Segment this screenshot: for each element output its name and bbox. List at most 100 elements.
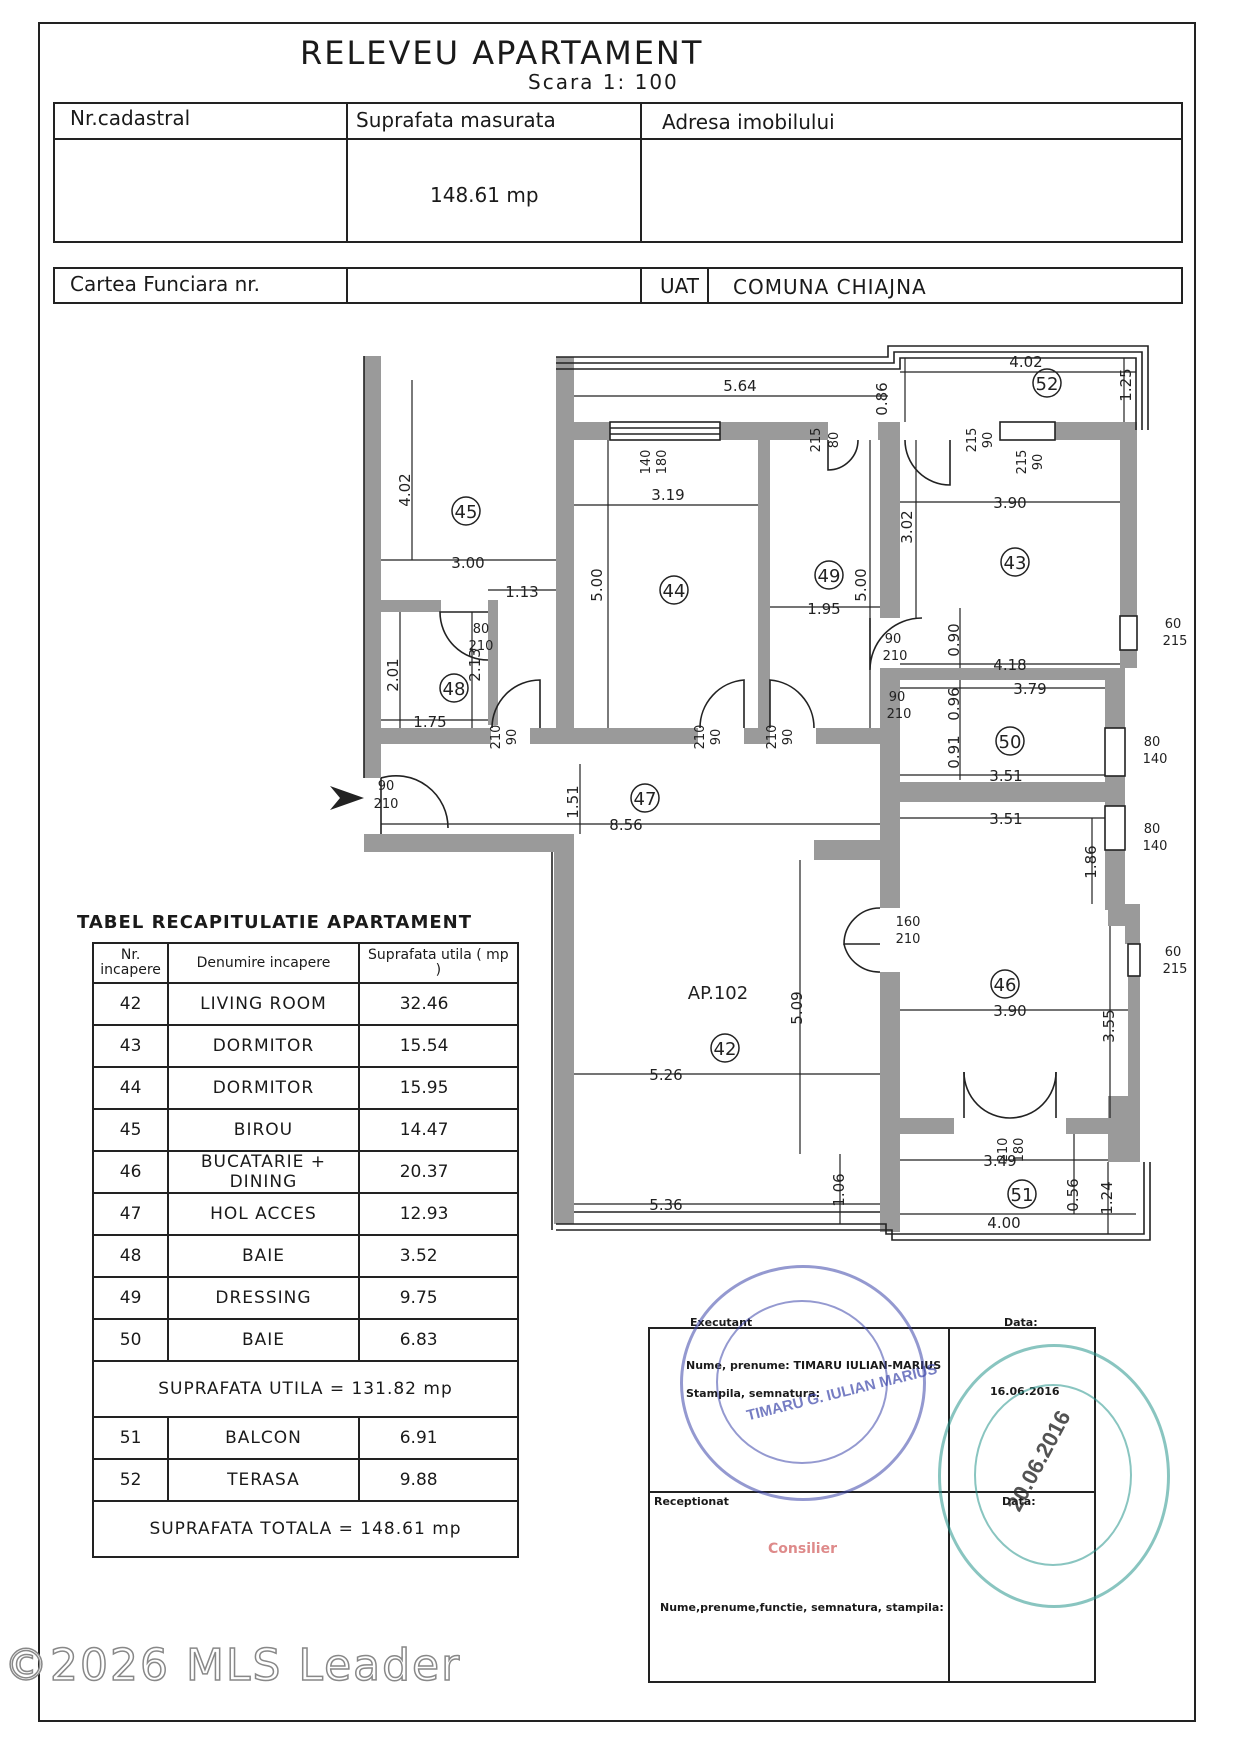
dim-text: 5.00 <box>588 568 606 601</box>
dim-text: 1.86 <box>1082 845 1100 878</box>
window <box>1104 727 1126 777</box>
info-table-col-divider <box>640 102 642 243</box>
opening-label: 90 <box>781 729 796 746</box>
opening-label: 90 <box>505 729 520 746</box>
grand-total-row: SUPRAFATA TOTALA = 148.61 mp <box>92 1500 519 1558</box>
opening-label: 210 <box>996 1138 1011 1163</box>
dim-text: 1.13 <box>505 583 538 601</box>
land-book-col-divider <box>707 267 709 304</box>
cell-nr: 44 <box>91 1066 170 1110</box>
cell-area: 32.46 <box>357 982 520 1026</box>
grand-total: SUPRAFATA TOTALA = 148.61 mp <box>92 1500 519 1558</box>
area-value: 148.61 mp <box>430 183 539 207</box>
cell-nr: 45 <box>91 1108 170 1152</box>
utila-total: SUPRAFATA UTILA = 131.82 mp <box>92 1360 519 1418</box>
dim-text: 3.49 <box>983 1152 1016 1170</box>
dim-text: 1.75 <box>413 713 446 731</box>
room-number: 42 <box>714 1039 737 1060</box>
dim-text: 0.56 <box>1064 1178 1082 1211</box>
wall <box>744 728 770 744</box>
cell-nr: 51 <box>91 1416 170 1460</box>
receptionat-name: Nume,prenume,functie, semnatura, stampil… <box>660 1601 944 1614</box>
opening-label: 210 <box>469 639 494 654</box>
door-swing <box>380 775 449 829</box>
cell-name: DORMITOR <box>167 1024 360 1068</box>
terrace-outline <box>556 345 1149 430</box>
dim-text: 4.18 <box>993 656 1026 674</box>
cell-name: HOL ACCES <box>167 1192 360 1236</box>
cell-nr: 42 <box>91 982 170 1026</box>
opening-label: 60 <box>1165 945 1182 960</box>
opening-label: 215 <box>965 428 980 453</box>
entry-arrow-icon <box>330 786 364 810</box>
room-number: 48 <box>443 679 466 700</box>
dim-text: 0.96 <box>945 687 963 720</box>
dim-text: 3.90 <box>993 1002 1026 1020</box>
dim-text: 3.51 <box>989 810 1022 828</box>
cell-name: TERASA <box>167 1458 360 1502</box>
opening-label: 60 <box>1165 617 1182 632</box>
scale-label: Scara 1: 100 <box>528 70 679 94</box>
dim-text: 1.06 <box>830 1173 848 1206</box>
cell-name: DRESSING <box>167 1276 360 1320</box>
wall <box>720 422 828 440</box>
cell-area: 3.52 <box>357 1234 520 1278</box>
wall <box>488 600 498 725</box>
cell-area: 20.37 <box>357 1150 520 1194</box>
room-number: 51 <box>1011 1185 1034 1206</box>
terrace-outline <box>556 351 1143 430</box>
receptionat-stamp-seal-inner <box>974 1384 1132 1566</box>
cadastral-label: Nr.cadastral <box>70 106 191 130</box>
dim-text: 3.51 <box>989 767 1022 785</box>
opening-labels: 140 180 215 80 215 90 215 90 80 210 90 2… <box>374 428 1188 1163</box>
executant-stamp-seal-inner <box>716 1300 888 1464</box>
address-label: Adresa imobilului <box>662 110 835 134</box>
col-header-name: Denumire incapere <box>167 942 360 984</box>
cell-name: DORMITOR <box>167 1066 360 1110</box>
window <box>1127 943 1141 977</box>
room-marker <box>630 783 660 813</box>
dim-text: 8.56 <box>609 816 642 834</box>
opening-label: 210 <box>374 797 399 812</box>
land-book-table <box>53 267 1183 304</box>
cell-nr: 52 <box>91 1458 170 1502</box>
wall <box>814 840 880 860</box>
dim-text: 5.64 <box>723 377 756 395</box>
info-table <box>53 102 1183 243</box>
outlines <box>363 345 1151 1241</box>
utila-total-row: SUPRAFATA UTILA = 131.82 mp <box>92 1360 519 1418</box>
opening-label: 80 <box>1144 822 1161 837</box>
window <box>1119 615 1138 651</box>
room-number: 50 <box>999 732 1022 753</box>
wall <box>880 972 900 1232</box>
cell-nr: 49 <box>91 1276 170 1320</box>
door-swing <box>963 1071 1011 1119</box>
dim-text: 2.13 <box>466 648 484 681</box>
room-number: 45 <box>455 502 478 523</box>
opening-label: 90 <box>889 690 906 705</box>
uat-value: COMUNA CHIAJNA <box>733 275 927 299</box>
page-frame <box>38 22 1196 1722</box>
executant-stamp-seal <box>680 1265 926 1501</box>
recap-table: Nr. incapere Denumire incapere Suprafata… <box>91 942 520 1558</box>
opening-label: 90 <box>885 632 902 647</box>
cell-name: BAIE <box>167 1318 360 1362</box>
cell-name: BAIE <box>167 1234 360 1278</box>
dim-text: 1.25 <box>1117 368 1135 401</box>
cell-area: 9.88 <box>357 1458 520 1502</box>
land-book-col-divider <box>346 267 348 304</box>
opening-label: 215 <box>1015 450 1030 475</box>
room-marker <box>451 496 481 526</box>
window <box>609 421 721 441</box>
cell-name: LIVING ROOM <box>167 982 360 1026</box>
watermark: ©2026 MLS Leader <box>3 1639 462 1692</box>
dim-text: 5.36 <box>649 1196 682 1214</box>
opening-label: 80 <box>473 622 490 637</box>
sig-divider <box>650 1491 1094 1493</box>
